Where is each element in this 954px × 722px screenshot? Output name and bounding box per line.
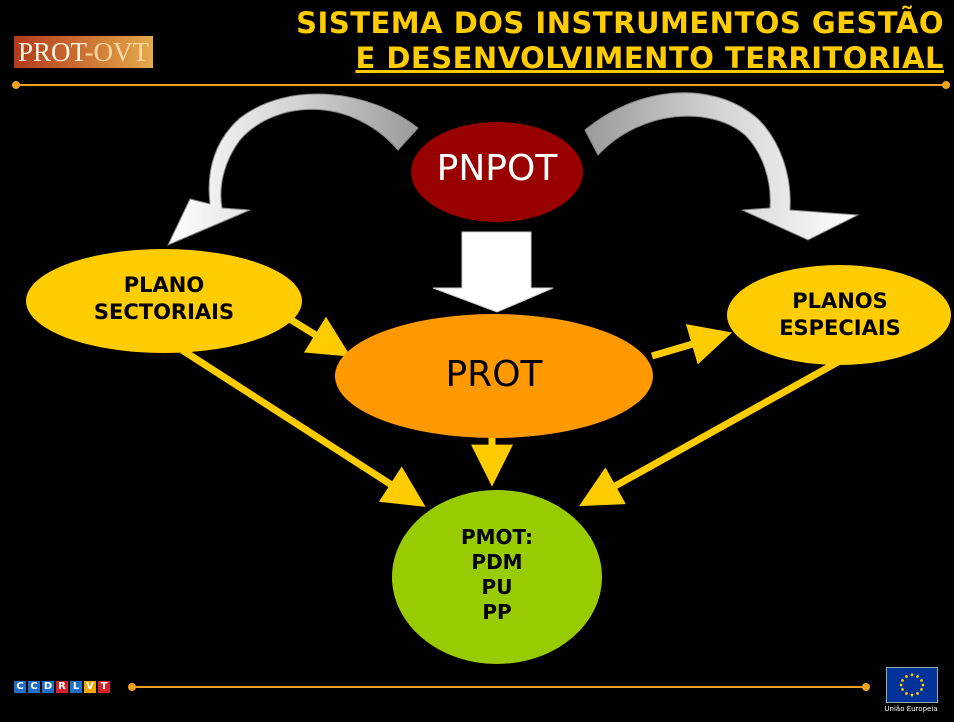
pmot-label-line1: PMOT:	[460, 525, 534, 549]
arrow-plano-to-pmot	[180, 347, 426, 507]
pmot-label-line4: PP	[482, 600, 512, 624]
eu-label: União Europeia	[884, 705, 938, 713]
logo-text-ovt: -OVT	[84, 37, 150, 67]
plano-sectoriais-node	[26, 249, 302, 353]
arrow-plano-to-prot	[286, 315, 351, 357]
prot-label: PROT	[445, 354, 543, 395]
slide-title-line1: SISTEMA DOS INSTRUMENTOS GESTÃO	[296, 6, 944, 40]
planos-especiais-node	[727, 265, 951, 365]
eu-flag-icon	[886, 667, 938, 703]
slide-title: SISTEMA DOS INSTRUMENTOS GESTÃO E DESENV…	[296, 6, 944, 76]
prot-node	[335, 314, 653, 438]
pnpot-node	[411, 122, 583, 222]
ccdr-letter: R	[56, 681, 68, 693]
ccdr-letter: C	[14, 681, 26, 693]
pmot-label: PMOT: PDM PU PP	[417, 525, 577, 625]
slide-title-line2: E DESENVOLVIMENTO TERRITORIAL	[355, 41, 944, 75]
down-block-arrow	[432, 231, 554, 313]
curved-arrow-left	[166, 93, 419, 246]
planos-especiais-label-line1: PLANOS	[792, 289, 888, 313]
header-rule	[12, 81, 950, 89]
arrow-prot-to-planos-especiais	[651, 324, 733, 365]
pmot-label-line2: PDM	[471, 550, 523, 574]
logo-text-prot: PROT	[18, 37, 85, 67]
plano-sectoriais-label-line1: PLANO	[123, 273, 205, 297]
pmot-label-line3: PU	[481, 575, 513, 599]
ccdr-letter: L	[70, 681, 82, 693]
ccdr-lvt-logo: C C D R L V T	[14, 681, 110, 693]
plano-sectoriais-label-line2: SECTORIAIS	[93, 300, 235, 324]
ccdr-letter: V	[84, 681, 96, 693]
pmot-node	[392, 490, 602, 664]
ccdr-letter: T	[98, 681, 110, 693]
planos-especiais-label: PLANOS ESPECIAIS	[735, 288, 945, 342]
plano-sectoriais-label: PLANO SECTORIAIS	[44, 272, 284, 326]
pnpot-label: PNPOT	[436, 148, 558, 189]
curved-arrow-right	[584, 92, 860, 241]
prot-ovt-logo: PROT-OVT	[14, 36, 154, 68]
arrow-planos-especiais-to-pmot	[578, 358, 840, 507]
ccdr-letter: C	[28, 681, 40, 693]
footer-rule	[128, 683, 870, 691]
ccdr-letter: D	[42, 681, 54, 693]
connector-arrows	[180, 315, 840, 507]
planos-especiais-label-line2: ESPECIAIS	[779, 316, 901, 340]
